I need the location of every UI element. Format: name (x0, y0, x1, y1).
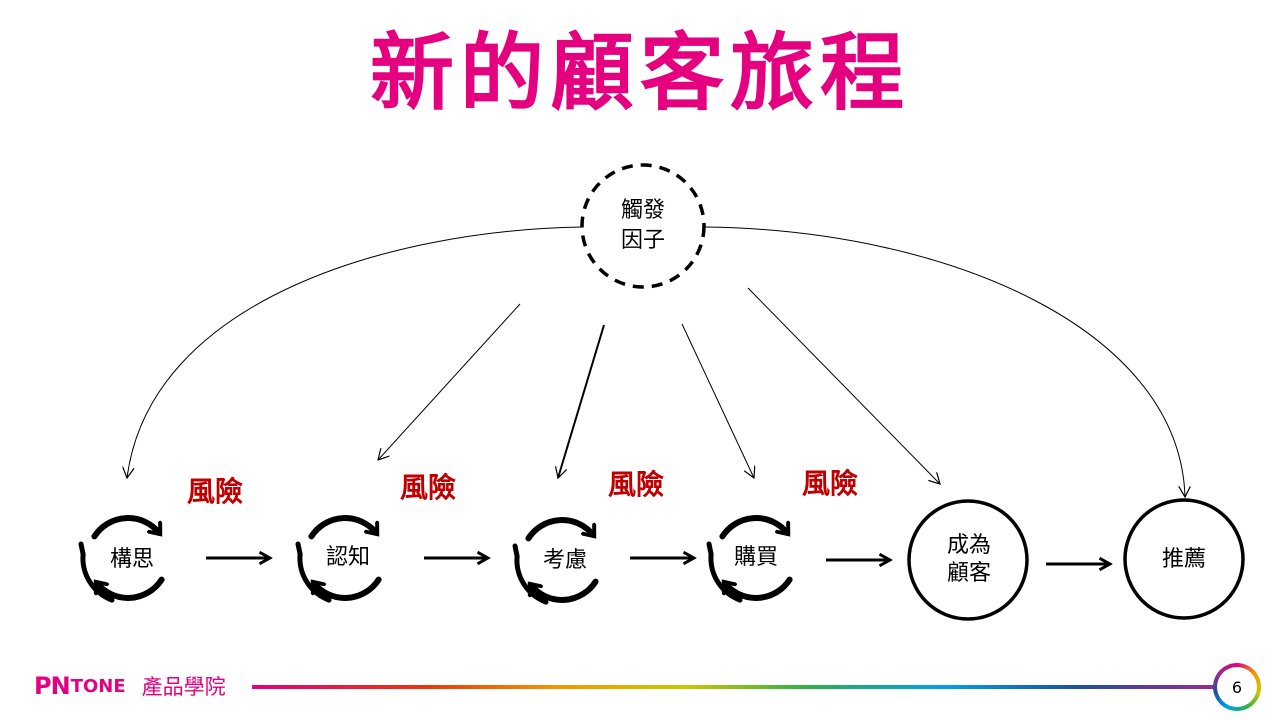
outcome-label-referral: 推薦 (1161, 547, 1206, 572)
connector-trigger-to-stage-2 (378, 303, 521, 460)
slide-title: 新的顧客旅程 (369, 24, 910, 122)
cycle-icon (295, 515, 382, 603)
academy-name: 產品學院 (141, 675, 226, 699)
trigger-label-line-2: 因子 (620, 228, 665, 253)
connector-trigger-to-outcome-2 (704, 226, 1185, 497)
cycle-icon (78, 515, 165, 603)
trigger-label: 觸發 因子 (593, 196, 693, 256)
footer-rainbow-bar (252, 685, 1214, 689)
logo-wordmark: TONE (70, 675, 126, 697)
outcome-label-customer-line-2: 顧客 (946, 561, 991, 586)
risk-label: 風險 (186, 475, 244, 508)
cycle-icon (706, 515, 793, 603)
logo-mark: PN (34, 672, 71, 700)
connector-trigger-to-stage-3 (558, 324, 605, 478)
outcome-label-customer-line-1: 成為 (946, 533, 991, 558)
outcome-label-customer: 成為 顧客 (914, 532, 1024, 588)
connector-trigger-to-stage-1 (127, 226, 583, 478)
page-number: 6 (1217, 667, 1257, 707)
connector-trigger-to-stage-4 (681, 323, 754, 478)
trigger-connectors (127, 226, 1185, 497)
risk-label: 風險 (399, 471, 457, 504)
brand-logo: PN TONE 產品學院 (34, 670, 226, 702)
connector-trigger-to-outcome-1 (747, 287, 940, 484)
page-number-badge: 6 (1213, 663, 1261, 711)
cycle-icon (512, 517, 599, 605)
risk-label: 風險 (801, 467, 859, 500)
outcome-node-referral (1123, 498, 1245, 620)
trigger-node (580, 163, 706, 289)
trigger-label-line-1: 觸發 (620, 198, 665, 223)
stage-label-awareness: 認知 (325, 545, 370, 570)
stage-label-consideration: 考慮 (542, 548, 587, 573)
flow-arrows (206, 558, 1110, 564)
outcome-node-customer (907, 499, 1029, 621)
stage-label-ideation: 構思 (109, 547, 154, 572)
risk-label: 風險 (607, 468, 665, 501)
stage-label-purchase: 購買 (733, 545, 778, 570)
